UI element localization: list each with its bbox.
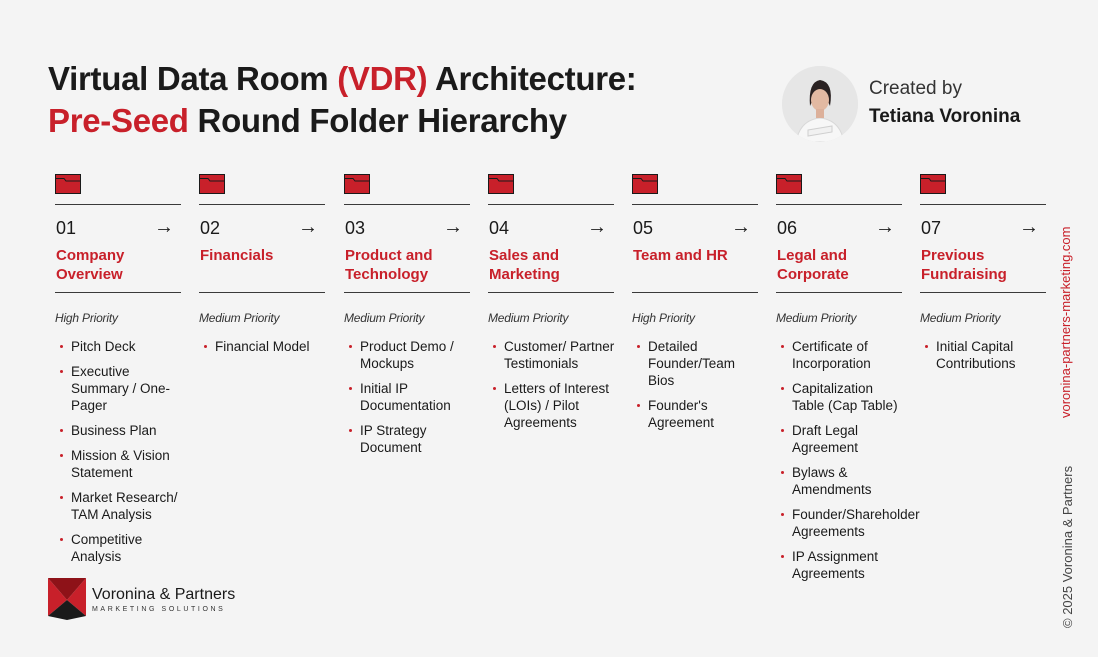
divider [632,204,758,205]
divider [488,292,614,293]
arrow-right-icon: → [298,216,318,238]
priority-label: Medium Priority [199,311,280,325]
title-highlight: Pre-Seed [48,102,189,139]
divider [776,292,902,293]
avatar [782,66,858,142]
folder-number: 05 [633,218,654,238]
folder-title: Product and Technology [345,247,433,283]
side-copyright: © 2025 Voronina & Partners [1060,465,1075,628]
folder-title: Previous Fundraising [921,247,1007,283]
document-list-item: Draft Legal Agreement [781,422,907,456]
title-line-2: Pre-Seed Round Folder Hierarchy [48,100,637,142]
divider [776,204,902,205]
divider [55,292,181,293]
company-logo: Voronina & Partners MARKETING SOLUTIONS [48,578,235,620]
page-title: Virtual Data Room (VDR) Architecture: Pr… [48,58,637,142]
priority-label: High Priority [632,311,695,325]
divider [920,204,1046,205]
arrow-right-icon: → [587,216,607,238]
priority-label: Medium Priority [920,311,1001,325]
document-list-item: Mission & Vision Statement [60,447,186,481]
document-list-item: IP Assignment Agreements [781,548,907,582]
divider [344,292,470,293]
folder-icon [199,174,225,194]
divider [199,204,325,205]
logo-mark-icon [48,578,86,620]
arrow-right-icon: → [443,216,463,238]
folder-title: Team and HR [633,247,728,264]
title-text: Architecture: [427,60,637,97]
folder-number: 07 [921,218,942,238]
folder-number: 02 [200,218,221,238]
author-name: Tetiana Voronina [869,106,1021,127]
side-website-url[interactable]: voronina-partners-marketing.com [1058,226,1073,418]
document-list: Financial Model [204,338,330,363]
divider [488,204,614,205]
folder-title: Company Overview [56,247,125,283]
document-list-item: Customer/ Partner Testimonials [493,338,619,372]
folder-number: 01 [56,218,77,238]
folder-icon [55,174,81,194]
priority-label: Medium Priority [776,311,857,325]
divider [55,204,181,205]
folder-icon [488,174,514,194]
document-list-item: Letters of Interest (LOIs) / Pilot Agree… [493,380,619,431]
title-line-1: Virtual Data Room (VDR) Architecture: [48,58,637,100]
logo-name: Voronina & Partners [92,586,236,603]
creator-block: Created by Tetiana Voronina [782,66,1020,142]
divider [344,204,470,205]
folder-number: 06 [777,218,798,238]
title-text: Virtual Data Room [48,60,338,97]
document-list-item: Founder/Shareholder Agreements [781,506,920,540]
avatar-portrait-icon [782,66,858,142]
logo-tagline: MARKETING SOLUTIONS [92,606,226,613]
document-list-item: Competitive Analysis [60,531,186,565]
document-list: Initial Capital Contributions [925,338,1051,380]
arrow-right-icon: → [731,216,751,238]
document-list-item: Financial Model [204,338,330,355]
document-list-item: Market Research/ TAM Analysis [60,489,186,523]
created-by-label: Created by [869,78,962,99]
arrow-right-icon: → [875,216,895,238]
folder-icon [776,174,802,194]
folder-icon [344,174,370,194]
document-list-item: Initial IP Documentation [349,380,475,414]
folder-number: 03 [345,218,366,238]
folder-icon [920,174,946,194]
arrow-right-icon: → [154,216,174,238]
folder-title: Financials [200,247,274,264]
document-list-item: Detailed Founder/Team Bios [637,338,763,389]
title-text: Round Folder Hierarchy [188,102,568,139]
document-list-item: Capitalization Table (Cap Table) [781,380,907,414]
folder-title: Legal and Corporate [777,247,849,283]
document-list-item: Business Plan [60,422,186,439]
document-list-item: Pitch Deck [60,338,186,355]
document-list-item: Founder's Agreement [637,397,763,431]
document-list-item: Certificate of Incorporation [781,338,907,372]
document-list-item: Executive Summary / One-Pager [60,363,186,414]
document-list-item: Bylaws & Amendments [781,464,907,498]
divider [199,292,325,293]
folder-icon [632,174,658,194]
title-highlight: (VDR) [337,60,428,97]
document-list-item: Product Demo / Mockups [349,338,475,372]
divider [632,292,758,293]
document-list-item: IP Strategy Document [349,422,475,456]
folder-number: 04 [489,218,510,238]
arrow-right-icon: → [1019,216,1039,238]
folder-title: Sales and Marketing [489,247,560,283]
priority-label: Medium Priority [344,311,425,325]
document-list-item: Initial Capital Contributions [925,338,1051,372]
priority-label: Medium Priority [488,311,569,325]
priority-label: High Priority [55,311,118,325]
divider [920,292,1046,293]
